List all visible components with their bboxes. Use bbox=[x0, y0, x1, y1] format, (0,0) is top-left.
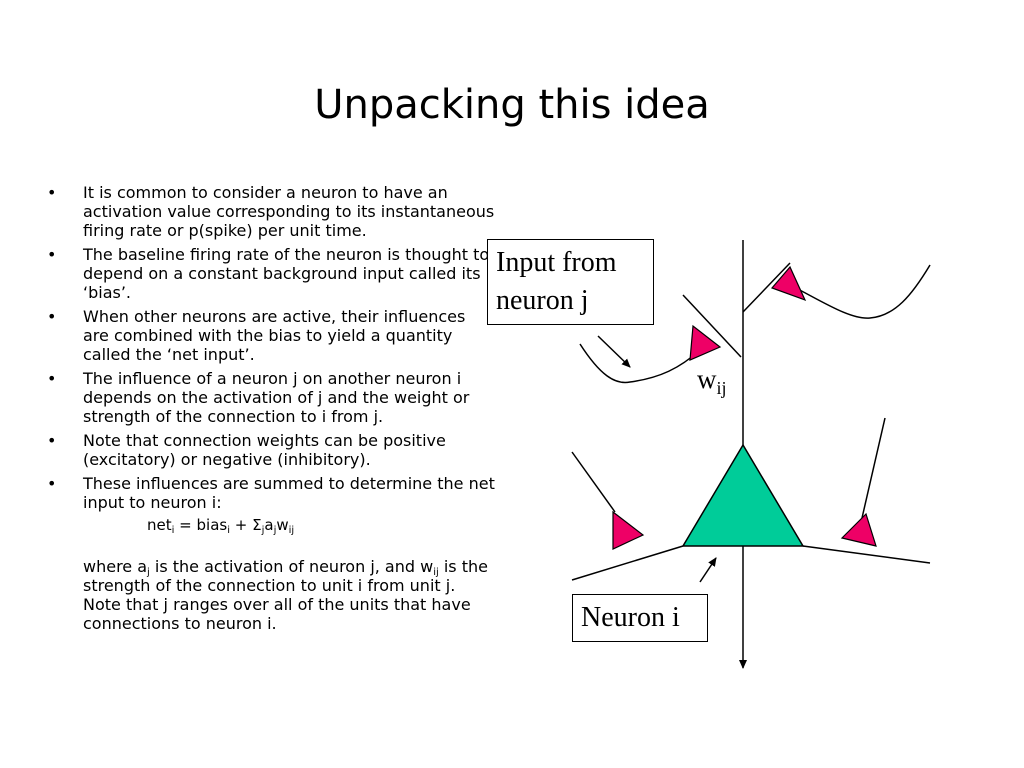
dendrite-lower-right bbox=[861, 417, 886, 519]
bullet-item: The influence of a neuron j on another n… bbox=[44, 369, 496, 426]
input-label-box: Input from neuron j bbox=[487, 239, 654, 325]
bullet-item: When other neurons are active, their inf… bbox=[44, 307, 496, 364]
synapse-lower-right bbox=[840, 512, 877, 547]
bullet-item: The baseline firing rate of the neuron i… bbox=[44, 245, 496, 302]
neuron-label: Neuron i bbox=[581, 602, 680, 633]
synapse-top-left bbox=[689, 324, 722, 361]
net-input-formula: neti = biasi + Σjajwij bbox=[147, 516, 295, 536]
input-label-line2: neuron j bbox=[496, 285, 589, 316]
weight-label: wij bbox=[697, 364, 727, 398]
bullet-text: These influences are summed to determine… bbox=[83, 474, 495, 512]
input-fiber-left bbox=[579, 343, 701, 384]
bullet-item: It is common to consider a neuron to hav… bbox=[44, 183, 496, 240]
base-line-left bbox=[571, 545, 684, 581]
bullet-list: It is common to consider a neuron to hav… bbox=[44, 183, 496, 638]
synapse-lower-left bbox=[612, 510, 645, 550]
dendrite-lower-left bbox=[571, 451, 616, 513]
neuron-body bbox=[681, 443, 805, 547]
synapse-top-right bbox=[770, 265, 807, 302]
input-label-line1: Input from bbox=[496, 247, 617, 278]
base-line-right bbox=[802, 545, 931, 564]
neuron-pointer-arrow bbox=[699, 557, 717, 583]
neuron-label-box: Neuron i bbox=[572, 594, 708, 642]
formula-explanation: where aj is the activation of neuron j, … bbox=[83, 557, 488, 633]
slide-title: Unpacking this idea bbox=[314, 82, 710, 128]
input-fiber-right bbox=[789, 264, 931, 319]
bullet-item-net-input: These influences are summed to determine… bbox=[44, 474, 496, 633]
input-pointer-arrow bbox=[597, 335, 631, 368]
bullet-item: Note that connection weights can be posi… bbox=[44, 431, 496, 469]
dendrite-top-left bbox=[682, 294, 742, 358]
dendrite-top-right bbox=[742, 262, 791, 313]
